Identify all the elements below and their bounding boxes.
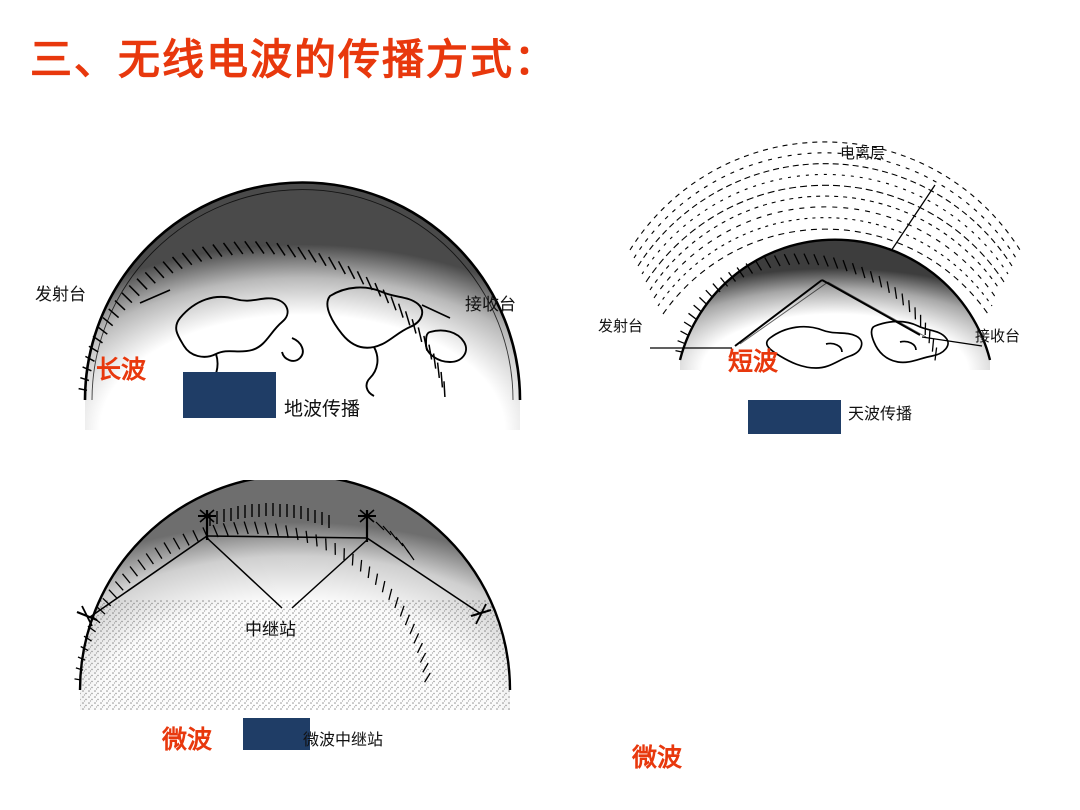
receiver-leader-line (921, 336, 983, 347)
caption-microwave: 微波中继站 (303, 730, 384, 749)
accent-box-microwave (243, 718, 310, 750)
ionosphere-leader-line (884, 184, 936, 261)
label-transmitter-sky: 发射台 (598, 317, 644, 335)
earth-surface-arc (83, 181, 522, 401)
mode-label-microwave: 微波 (162, 725, 213, 754)
ground-wave-diagram (78, 181, 522, 430)
earth-surface-arc (678, 238, 992, 361)
caption-sky-wave: 天波传播 (848, 404, 913, 423)
microwave-hops (89, 535, 482, 618)
uplink-ray-secondary (739, 281, 829, 345)
earth-stipple (80, 600, 510, 710)
terminal-station-left (76, 605, 98, 627)
microwave-relay-diagram (74, 480, 512, 710)
sky-wave-diagram (629, 141, 1021, 370)
reflected-ray (821, 279, 921, 336)
page-title: 三、无线电波的传播方式： (30, 35, 559, 84)
transmitter-leader-line (139, 289, 171, 304)
relay-tower-right (358, 509, 376, 542)
accent-box-sky-wave (748, 400, 841, 434)
relay-leader-lines (206, 537, 368, 609)
relay-tower-left (198, 509, 216, 540)
figure-ground-wave: 发射台 接收台 (30, 100, 590, 430)
accent-box-ground-wave (183, 372, 276, 418)
ground-wave-hatching (78, 240, 446, 398)
surface-hatching (74, 521, 431, 683)
figure-sky-wave: 电离层 发射台 接收台 (590, 130, 1060, 370)
label-ionosphere: 电离层 (840, 144, 886, 162)
figure-microwave-relay: 中继站 (40, 480, 580, 710)
uplink-ray (734, 279, 823, 347)
label-receiver-ground: 接收台 (465, 295, 516, 315)
inner-arc (91, 189, 514, 401)
earth-surface-arc (78, 480, 512, 691)
earth-body (85, 182, 520, 430)
caption-ground-wave: 地波传播 (284, 398, 361, 420)
label-transmitter-ground: 发射台 (35, 285, 86, 305)
receiver-leader-line (421, 304, 451, 319)
earth-body (680, 239, 990, 370)
mode-label-short-wave: 短波 (728, 347, 779, 376)
ionosphere-layers (629, 141, 1021, 315)
right-wave-marks (375, 521, 415, 561)
label-receiver-sky: 接收台 (975, 327, 1021, 345)
relay-towers (76, 509, 492, 627)
mode-label-long-wave: 长波 (96, 355, 147, 384)
microwave-note-label: 微波 (632, 743, 683, 772)
reflected-ray-secondary (827, 281, 927, 338)
label-relay-station: 中继站 (245, 620, 296, 640)
crest-wave-marks (209, 503, 330, 528)
continent-outlines (765, 320, 949, 369)
surface-hatching (675, 253, 938, 361)
